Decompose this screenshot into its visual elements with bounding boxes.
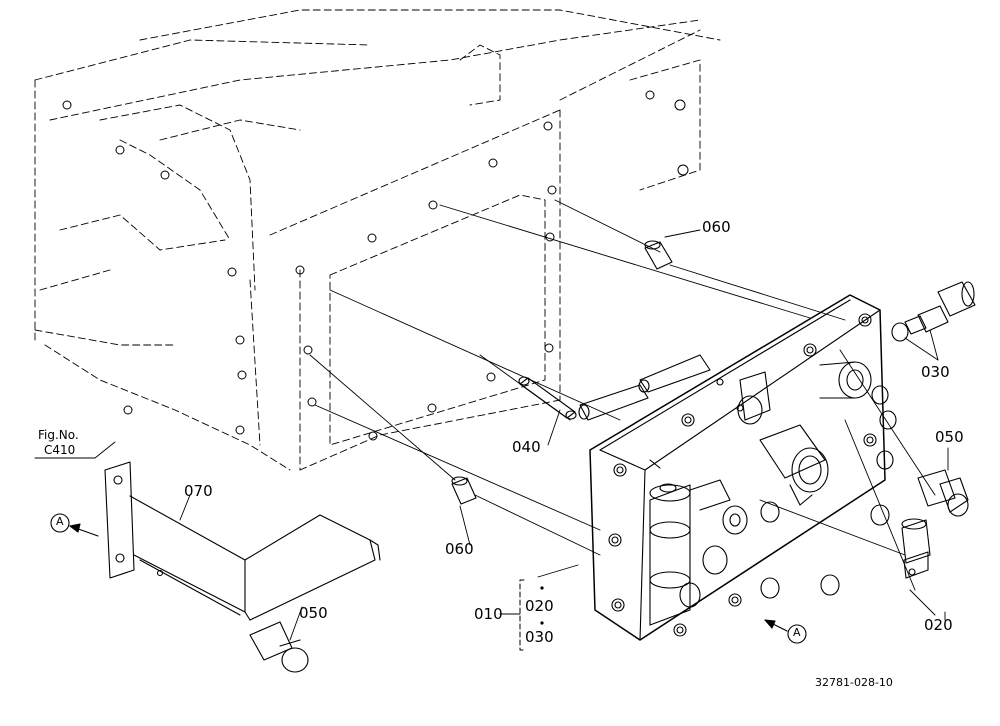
pressure-switch-020 <box>901 518 931 579</box>
figure-ref-bracket <box>34 441 116 459</box>
dowel-pin-bottom <box>451 476 477 505</box>
callout-010: 010 <box>474 605 503 623</box>
drawing-number: 32781-028-10 <box>815 676 893 689</box>
cover-plate-070 <box>104 461 381 621</box>
callout-060-bottom: 060 <box>445 540 474 558</box>
pipe-040 <box>518 376 577 420</box>
alignment-lines <box>309 199 936 591</box>
case-bolt-holes <box>62 90 689 441</box>
callout-070: 070 <box>184 482 213 500</box>
dowel-pin-top <box>644 240 673 270</box>
figure-ref-line2: C410 <box>44 443 76 457</box>
callout-050-right: 050 <box>935 428 964 446</box>
view-marker-bottom-label: A <box>793 626 801 639</box>
figure-ref-line1: Fig.No. <box>38 428 79 442</box>
callout-060-top: 060 <box>702 218 731 236</box>
view-marker-left <box>50 513 99 537</box>
leader-lines <box>179 229 949 641</box>
valve-assembly <box>578 294 897 641</box>
assembly-bracket <box>519 579 525 651</box>
callout-020-group: 020 <box>525 597 554 615</box>
sensor-030 <box>891 281 976 342</box>
transmission-case <box>34 9 721 471</box>
callout-020: 020 <box>924 616 953 634</box>
callout-050-left: 050 <box>299 604 328 622</box>
view-marker-left-label: A <box>56 515 64 528</box>
plug-050-right <box>917 469 969 517</box>
callout-030: 030 <box>921 363 950 381</box>
bracket-dot-top <box>540 586 544 590</box>
callout-040: 040 <box>512 438 541 456</box>
view-marker-bottom <box>764 619 807 644</box>
callout-030-group: 030 <box>525 628 554 646</box>
plug-050-left <box>249 621 309 673</box>
bracket-dot-bottom <box>540 621 544 625</box>
